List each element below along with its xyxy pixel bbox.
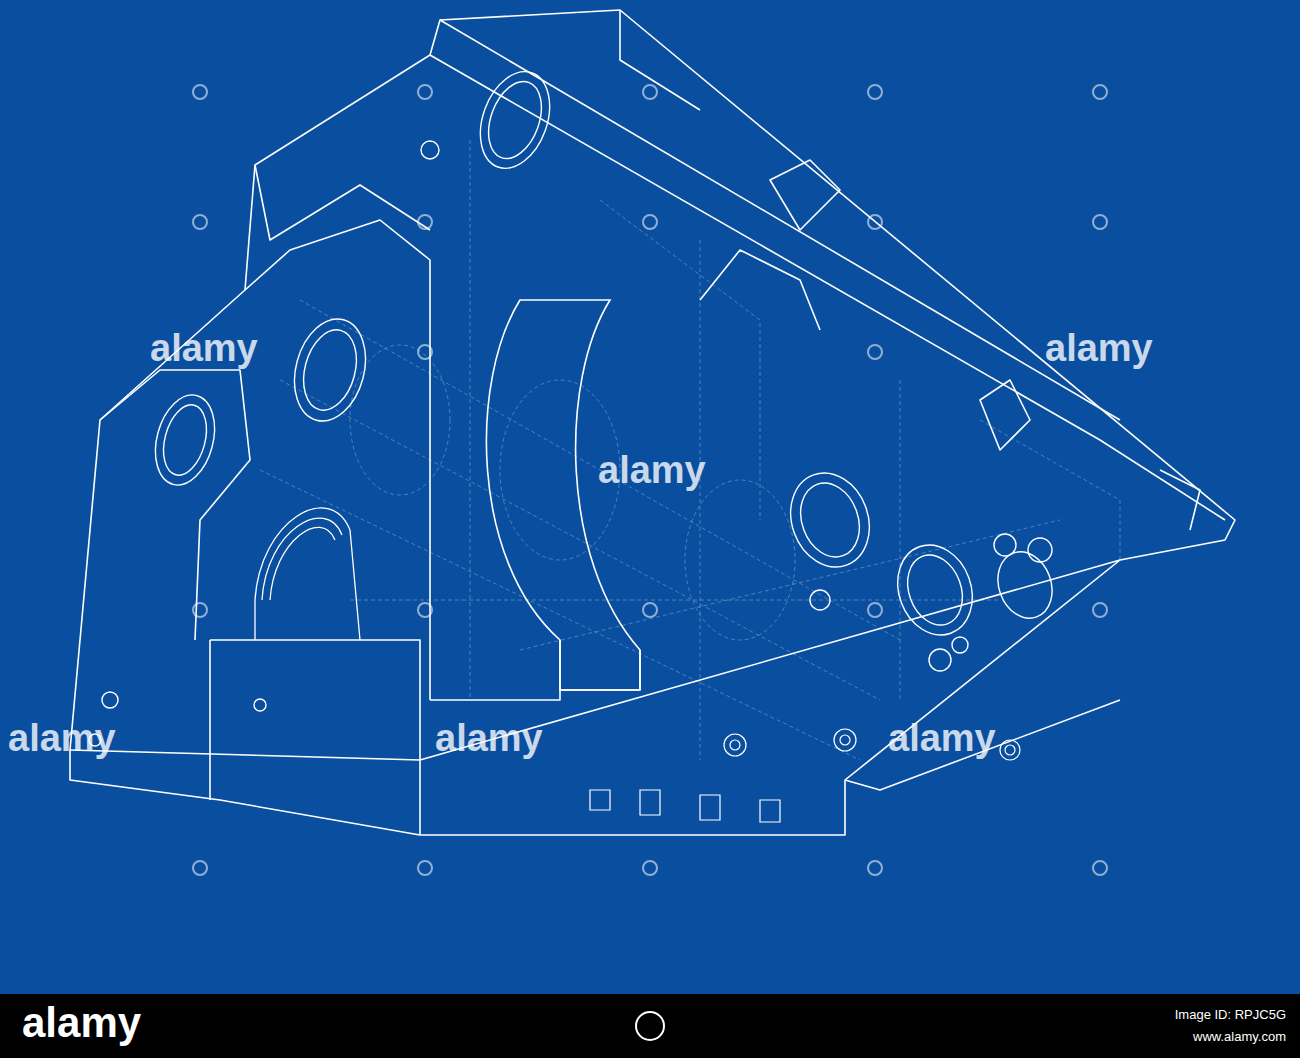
- watermark: alamy: [150, 328, 258, 370]
- watermark-icons: [193, 85, 1107, 875]
- credit-bar: [0, 994, 1300, 1058]
- watermark: alamy: [598, 450, 706, 492]
- bearing-arch: [255, 508, 360, 640]
- watermark: alamy: [435, 718, 543, 760]
- hidden-lines: [260, 140, 1120, 760]
- brand-logo: alamy: [22, 1000, 141, 1046]
- bore-rings: [89, 62, 1061, 746]
- watermark: alamy: [888, 718, 996, 760]
- watermark: alamy: [8, 718, 116, 760]
- block-outline: [70, 10, 1235, 835]
- site-url: www.alamy.com: [1193, 1030, 1286, 1044]
- logo-icon: [636, 1012, 664, 1040]
- watermark: alamy: [1045, 328, 1153, 370]
- main-bearing-web: [486, 300, 640, 690]
- image-id: Image ID: RPJC5G: [1175, 1008, 1286, 1022]
